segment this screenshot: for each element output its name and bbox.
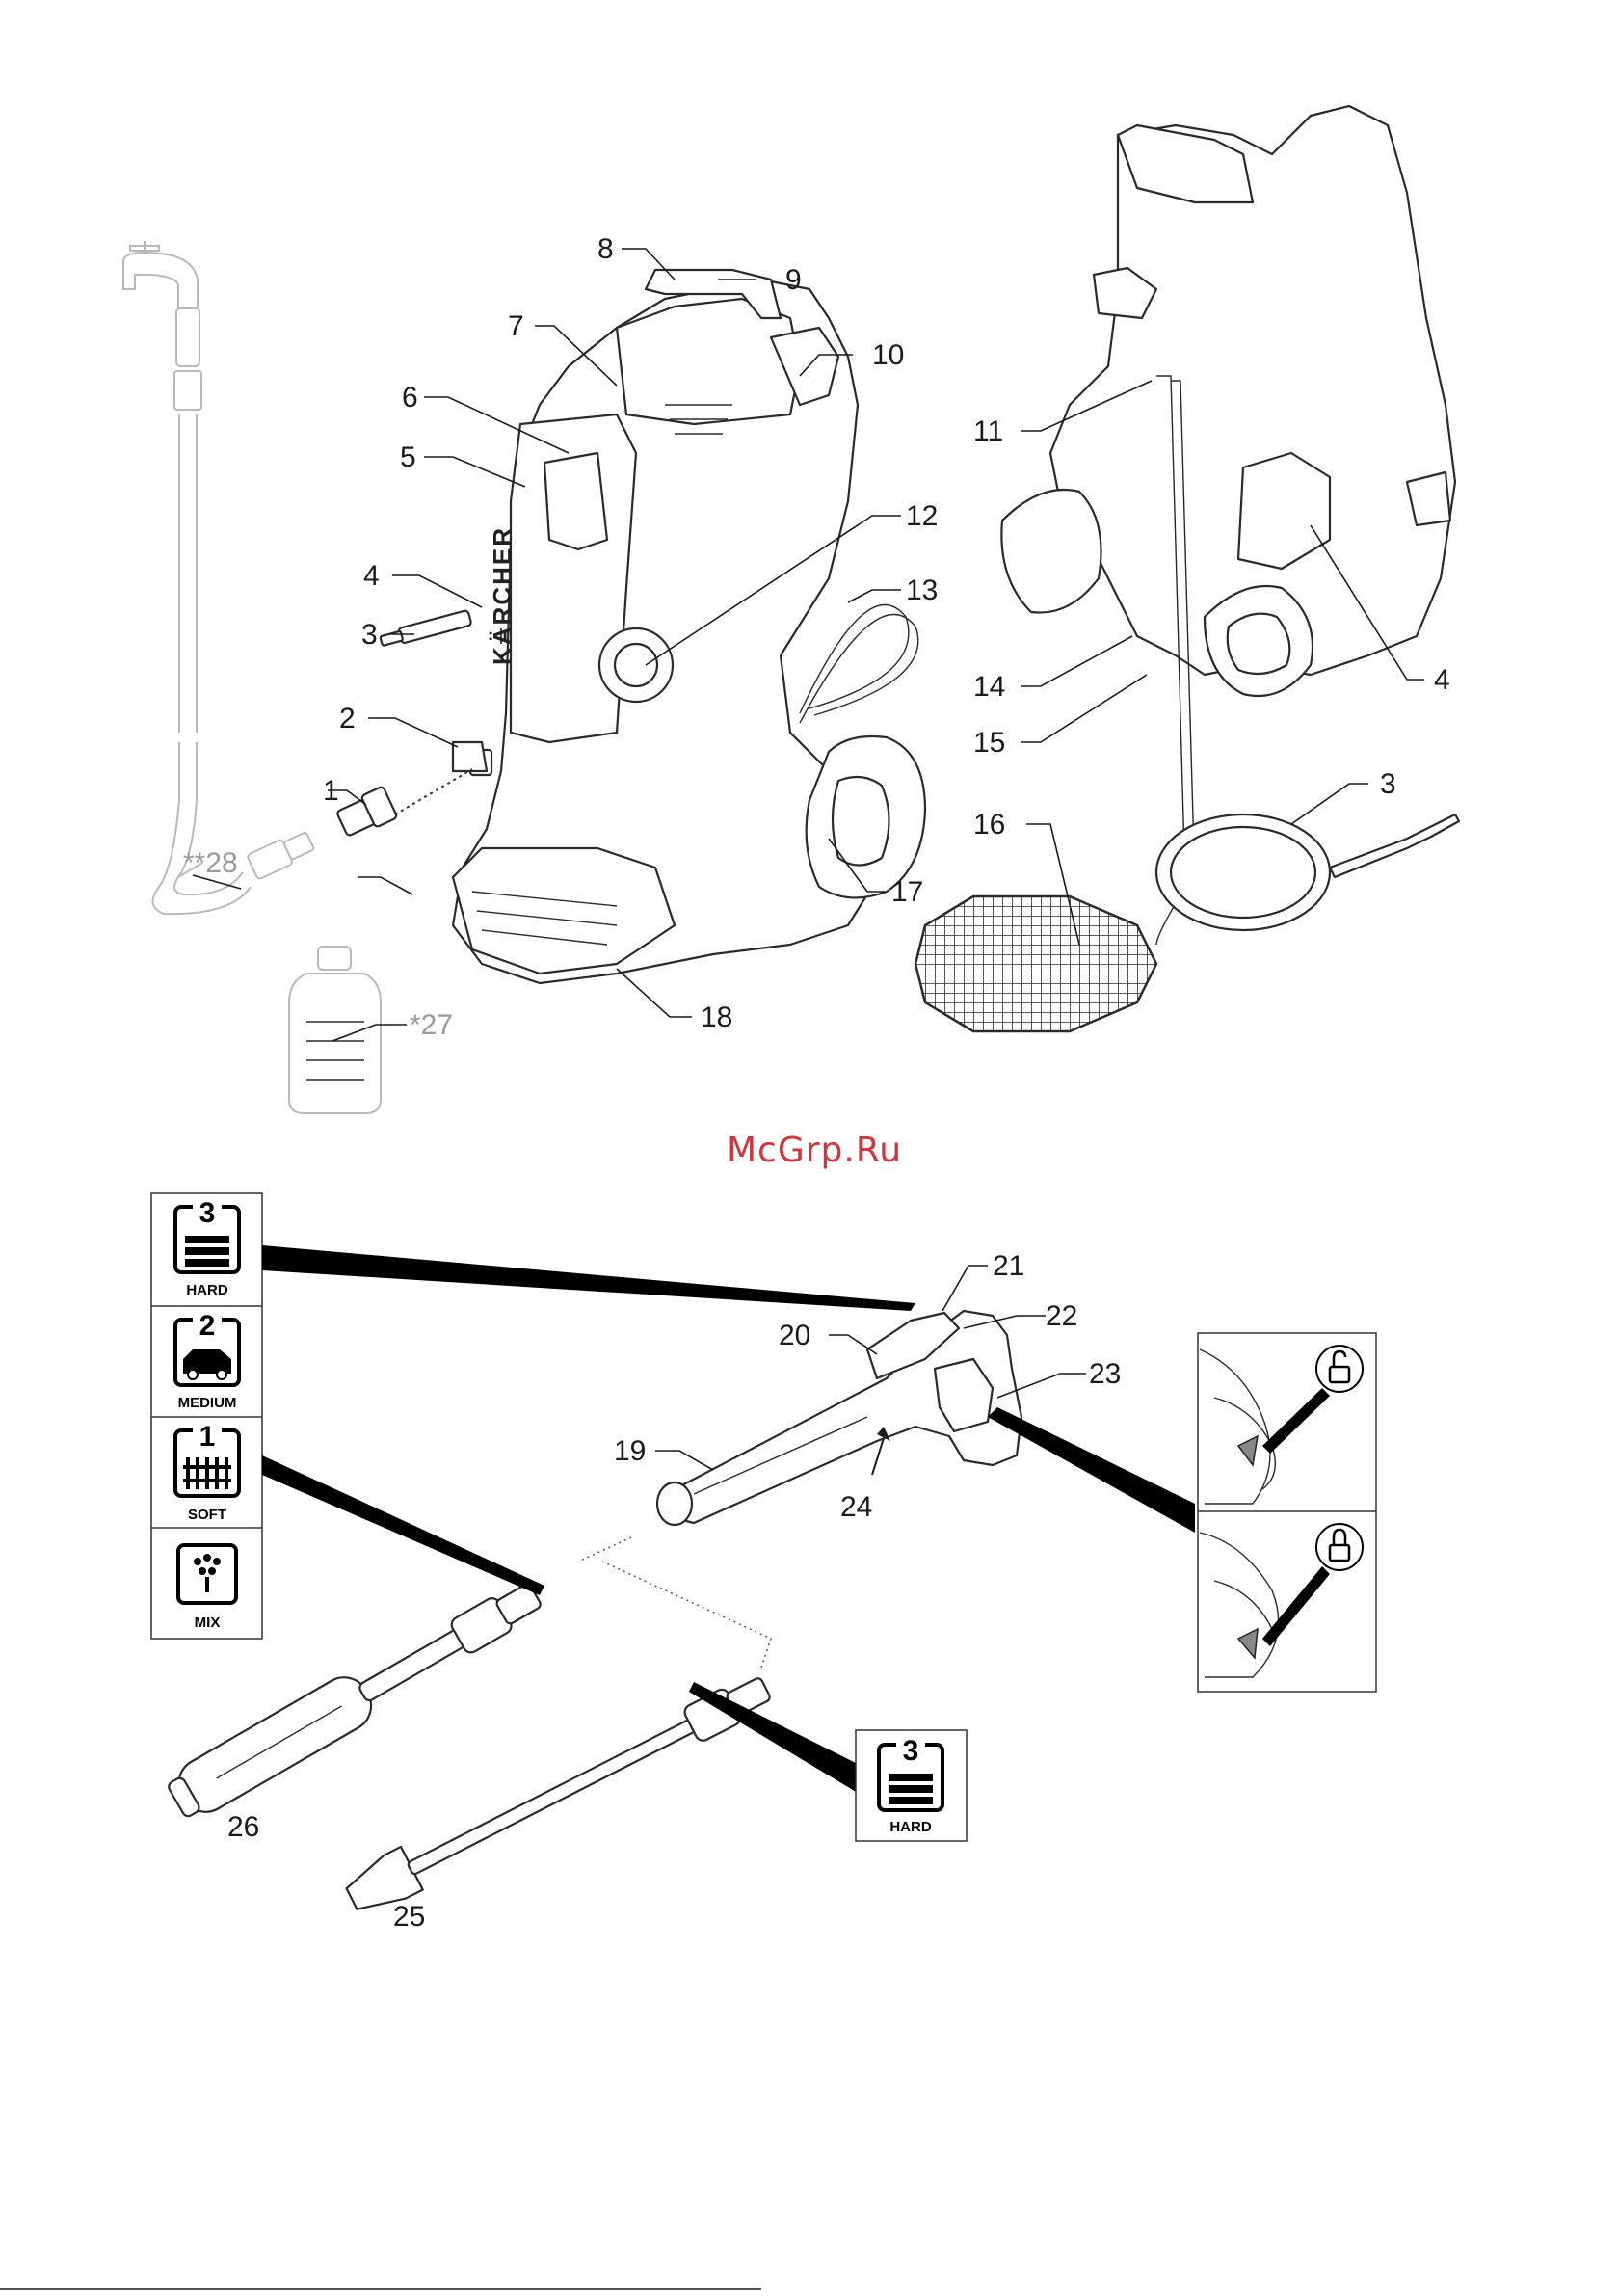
watermark-text: McGrp.Ru xyxy=(727,1131,902,1170)
badge-label: HARD xyxy=(889,1819,931,1835)
mode-medium-item: 2 MEDIUM xyxy=(175,1310,239,1411)
callout-11: 11 xyxy=(973,415,1003,447)
callout-15: 15 xyxy=(973,727,1005,759)
callout-21: 21 xyxy=(993,1250,1024,1282)
callout-9: 9 xyxy=(785,264,802,296)
callout-18: 18 xyxy=(701,1001,732,1033)
callout-28: **28 xyxy=(183,847,238,879)
locked-padlock-icon xyxy=(1316,1524,1363,1570)
callout-4: 4 xyxy=(363,560,380,592)
callout-26: 26 xyxy=(227,1811,259,1843)
callout-17: 17 xyxy=(891,876,923,908)
mode-medium-label: MEDIUM xyxy=(178,1395,237,1411)
callout-16: 16 xyxy=(973,809,1005,841)
callout-27: *27 xyxy=(410,1009,453,1041)
detergent-bottle-illustration xyxy=(289,947,381,1113)
callout-3b: 3 xyxy=(1380,768,1396,800)
callout-13: 13 xyxy=(906,574,938,606)
callout-5: 5 xyxy=(400,441,416,473)
callout-6: 6 xyxy=(402,382,418,414)
callout-8: 8 xyxy=(597,233,614,265)
mode-mix-label: MIX xyxy=(195,1615,221,1631)
callout-1: 1 xyxy=(323,775,339,807)
callout-24: 24 xyxy=(840,1491,872,1523)
brick-wall-icon xyxy=(185,1236,229,1267)
pressure-mode-panel: 3 HARD 2 MEDIUM 1 xyxy=(151,1193,262,1639)
tap-and-hose-illustration xyxy=(123,241,316,914)
mode-soft-label: SOFT xyxy=(188,1507,226,1523)
mode-soft-digit: 1 xyxy=(199,1421,216,1453)
callout-3: 3 xyxy=(361,619,378,651)
callout-14: 14 xyxy=(973,671,1005,703)
unlocked-padlock-icon xyxy=(1316,1346,1363,1392)
callout-25: 25 xyxy=(393,1901,425,1933)
pressure-washer-back-illustration xyxy=(1001,106,1459,945)
callout-12: 12 xyxy=(906,500,938,532)
mode-hard-digit: 3 xyxy=(199,1197,216,1229)
callout-23: 23 xyxy=(1089,1358,1121,1390)
callout-4b: 4 xyxy=(1434,664,1450,696)
mode-medium-digit: 2 xyxy=(199,1310,216,1342)
callout-7: 7 xyxy=(508,310,524,342)
trigger-lock-detail xyxy=(1198,1333,1376,1692)
trigger-gun-illustration xyxy=(657,1311,1021,1525)
callout-10: 10 xyxy=(872,339,904,371)
mode-hard-label: HARD xyxy=(186,1282,227,1298)
callout-22: 22 xyxy=(1046,1300,1077,1332)
callout-20: 20 xyxy=(779,1320,810,1351)
filter-grid-illustration xyxy=(915,896,1156,1031)
nozzle-hard-badge: 3 HARD xyxy=(856,1730,967,1841)
badge-digit: 3 xyxy=(903,1735,919,1767)
pressure-washer-front-illustration: KÄRCHER xyxy=(334,270,925,983)
callout-2: 2 xyxy=(339,703,356,734)
brand-logo: KÄRCHER xyxy=(488,526,517,665)
brick-wall-icon xyxy=(889,1774,933,1804)
callout-19: 19 xyxy=(614,1435,646,1467)
